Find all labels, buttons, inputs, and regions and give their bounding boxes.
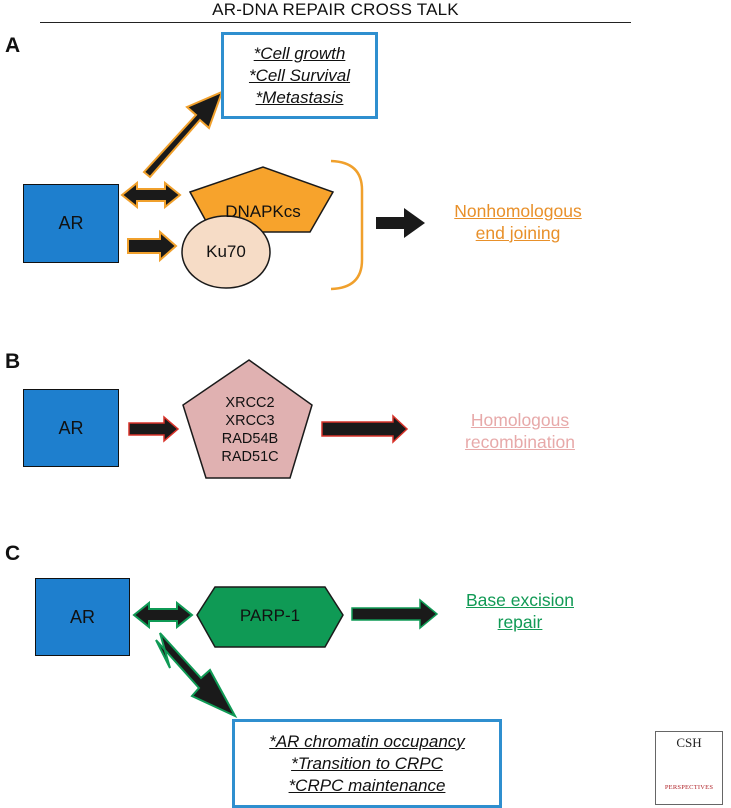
panel-letter-a: A bbox=[5, 34, 21, 57]
result-nhej-line-1: Nonhomologous bbox=[454, 201, 582, 221]
arrow-to-nhej bbox=[376, 208, 425, 238]
result-nhej: Nonhomologous end joining bbox=[432, 200, 604, 244]
outcome-box-a: *Cell growth *Cell Survival *Metastasis bbox=[221, 32, 378, 119]
result-ber-line-2: repair bbox=[497, 612, 543, 632]
arrow-to-ber bbox=[351, 598, 439, 630]
panel-letter-c: C bbox=[5, 542, 21, 565]
factor-1: XRCC2 bbox=[225, 395, 275, 411]
arrow-to-hr bbox=[321, 414, 409, 444]
ar-box-c: AR bbox=[35, 578, 130, 656]
csh-perspectives-logo: CSH PERSPECTIVES bbox=[655, 731, 723, 805]
factor-4: RAD51C bbox=[221, 449, 279, 465]
outcome-c-3: *CRPC maintenance bbox=[288, 775, 446, 795]
factor-3: RAD54B bbox=[221, 431, 279, 447]
double-arrow-ar-parp bbox=[132, 600, 194, 630]
arrow-ar-ku70 bbox=[127, 229, 178, 263]
outcome-c-1: *AR chromatin occupancy bbox=[269, 731, 465, 751]
title-rule bbox=[40, 22, 631, 23]
outcome-c-2: *Transition to CRPC bbox=[291, 753, 443, 773]
result-hr-line-1: Homologous bbox=[470, 410, 570, 430]
double-arrow-ar-dnapkcs bbox=[120, 180, 182, 210]
outcome-box-c: *AR chromatin occupancy *Transition to C… bbox=[232, 719, 502, 808]
ku70-label: Ku70 bbox=[206, 242, 246, 261]
result-hr-line-2: recombination bbox=[465, 432, 575, 452]
arrow-ar-to-outcomes-a bbox=[142, 90, 224, 179]
dnapkcs-label: DNAPKcs bbox=[225, 202, 301, 221]
ar-box-b: AR bbox=[23, 389, 119, 467]
ku70-shape bbox=[181, 215, 271, 289]
factor-2: XRCC3 bbox=[225, 413, 275, 429]
parp1-label: PARP-1 bbox=[239, 606, 301, 625]
arrow-ar-factors-b bbox=[128, 415, 180, 443]
hr-factors-label: XRCC2 XRCC3 RAD54B RAD51C bbox=[196, 386, 304, 474]
result-nhej-line-2: end joining bbox=[475, 223, 561, 243]
arrow-ar-to-outcomes-c bbox=[155, 632, 238, 719]
parp1-shape bbox=[196, 586, 344, 648]
bracket-shape bbox=[330, 159, 364, 291]
result-ber-line-1: Base excision bbox=[466, 590, 574, 610]
result-hr: Homologous recombination bbox=[440, 409, 600, 453]
logo-sub-text: PERSPECTIVES bbox=[664, 784, 714, 791]
hr-factors-shape bbox=[182, 359, 313, 479]
outcome-a-3: *Metastasis bbox=[255, 87, 344, 107]
outcome-a-1: *Cell growth bbox=[253, 43, 346, 63]
figure-title: AR-DNA REPAIR CROSS TALK bbox=[212, 0, 459, 19]
result-ber: Base excision repair bbox=[446, 589, 594, 633]
ar-box-a: AR bbox=[23, 184, 119, 263]
outcome-a-2: *Cell Survival bbox=[248, 65, 351, 85]
panel-letter-b: B bbox=[5, 350, 21, 373]
logo-main-text: CSH bbox=[676, 735, 702, 750]
